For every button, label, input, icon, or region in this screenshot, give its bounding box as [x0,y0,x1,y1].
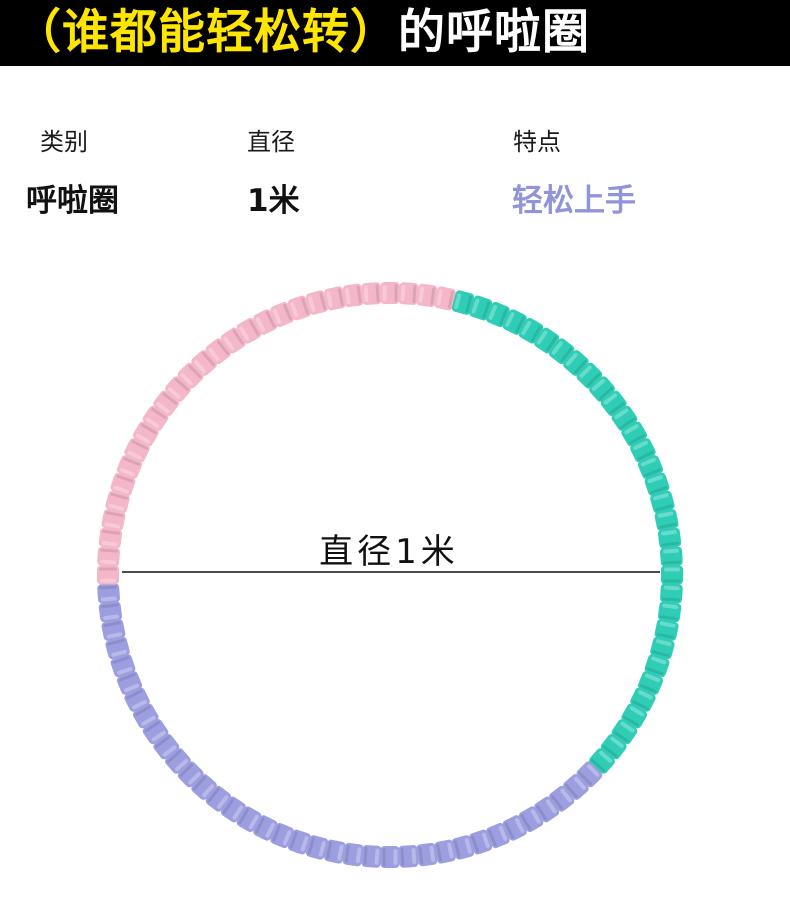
hoop-segment [124,438,150,463]
hoop-segment [621,703,648,729]
hoop-segment [451,835,475,860]
hoop-segment [205,338,231,365]
hoop-segment [110,654,136,678]
hoop-segment [236,317,262,344]
hoop-segment [469,295,493,321]
diameter-label: 直径1米 [319,532,459,572]
banner-title-rest: 的呼啦圈 [398,5,590,60]
hoop-segment [657,527,682,549]
hoop-segment [97,583,120,604]
hoop-segment [518,317,544,344]
hoop-segment [654,619,679,641]
hoop-segment [97,546,120,567]
hoop-segment [434,839,456,864]
hoop-segment [502,815,527,841]
hoop-segment [98,601,123,623]
hoop-segment [101,619,126,641]
banner-title-highlight: （谁都能轻松转） [14,5,398,60]
hoop-segment [361,282,382,305]
hoop-segment [116,455,143,479]
hoop-segment [398,845,419,868]
hoop-segment [105,490,130,514]
hoop-segment [534,796,560,823]
hoop-segment [287,829,311,855]
spec-feature-value: 轻松上手 [512,183,636,219]
hoop-segment [101,509,126,531]
hoop-segment [661,565,683,585]
hoop-segment [660,546,683,567]
hoop-segment [534,327,560,354]
hoop-segment [142,719,169,745]
hoop-segment [469,829,493,855]
hoop-segment [305,835,329,860]
spec-category-label: 类别 [40,128,88,156]
hoop-segment [644,654,670,678]
hoop-segment [270,301,294,328]
hoop-segment [220,327,246,354]
hoop-segment [518,806,544,833]
hoop-segment [502,309,527,335]
hoop-segment [549,785,575,812]
hoop-ring [97,282,683,868]
hoop-segment [116,671,143,695]
hoop-segment [660,583,683,604]
hoop-segment [630,687,656,712]
hoop-segment [637,455,664,479]
hoop-segment [132,421,159,447]
hoop-segment [434,286,456,311]
hoop-segment [305,290,329,315]
hoop-segment [416,283,438,308]
hoop-segment [644,472,670,496]
hoop-segment [324,839,346,864]
hoop-segment [451,290,475,315]
hoop-segment [630,438,656,463]
title-banner: （谁都能轻松转）的呼啦圈 [0,0,790,66]
hoop-segment [600,390,627,416]
hoop-segment [621,421,648,447]
hoop-segment [416,842,438,867]
hoop-segment [98,527,123,549]
hoop-segment [342,283,364,308]
hoop-segment [97,565,119,585]
hoop-segment [637,671,664,695]
hoop-segment [110,472,136,496]
hoop-segment [611,405,638,431]
hoop-segment [486,301,510,328]
hoop-segment [654,509,679,531]
hoop-segment [132,703,159,729]
spec-category-value: 呼啦圈 [26,183,119,219]
hoop-segment [287,295,311,321]
hoop-segment [611,719,638,745]
banner-title: （谁都能轻松转）的呼啦圈 [14,1,590,65]
hoop-segment [650,636,675,660]
hoop-segment [105,636,130,660]
hoop-segment [486,822,510,849]
hoop-segment [236,806,262,833]
hoop-segment [380,846,400,868]
hoop-segment [153,734,180,760]
hoop-segment [657,601,682,623]
hoop-segment [398,282,419,305]
spec-diameter-label: 直径 [247,128,295,156]
hoop-segment [253,815,278,841]
hoop-segment [324,286,346,311]
hoop-segment [253,309,278,335]
hoop-segment [342,842,364,867]
hoop-segment [650,490,675,514]
hoop-segment [220,796,246,823]
spec-feature-label: 特点 [513,128,561,156]
hoop-segment [270,822,294,849]
spec-diameter-value: 1米 [247,183,300,219]
hoop-segment [124,687,150,712]
hoop-segment [361,845,382,868]
hoop-segment [142,405,169,431]
hoop-segment [380,282,400,304]
